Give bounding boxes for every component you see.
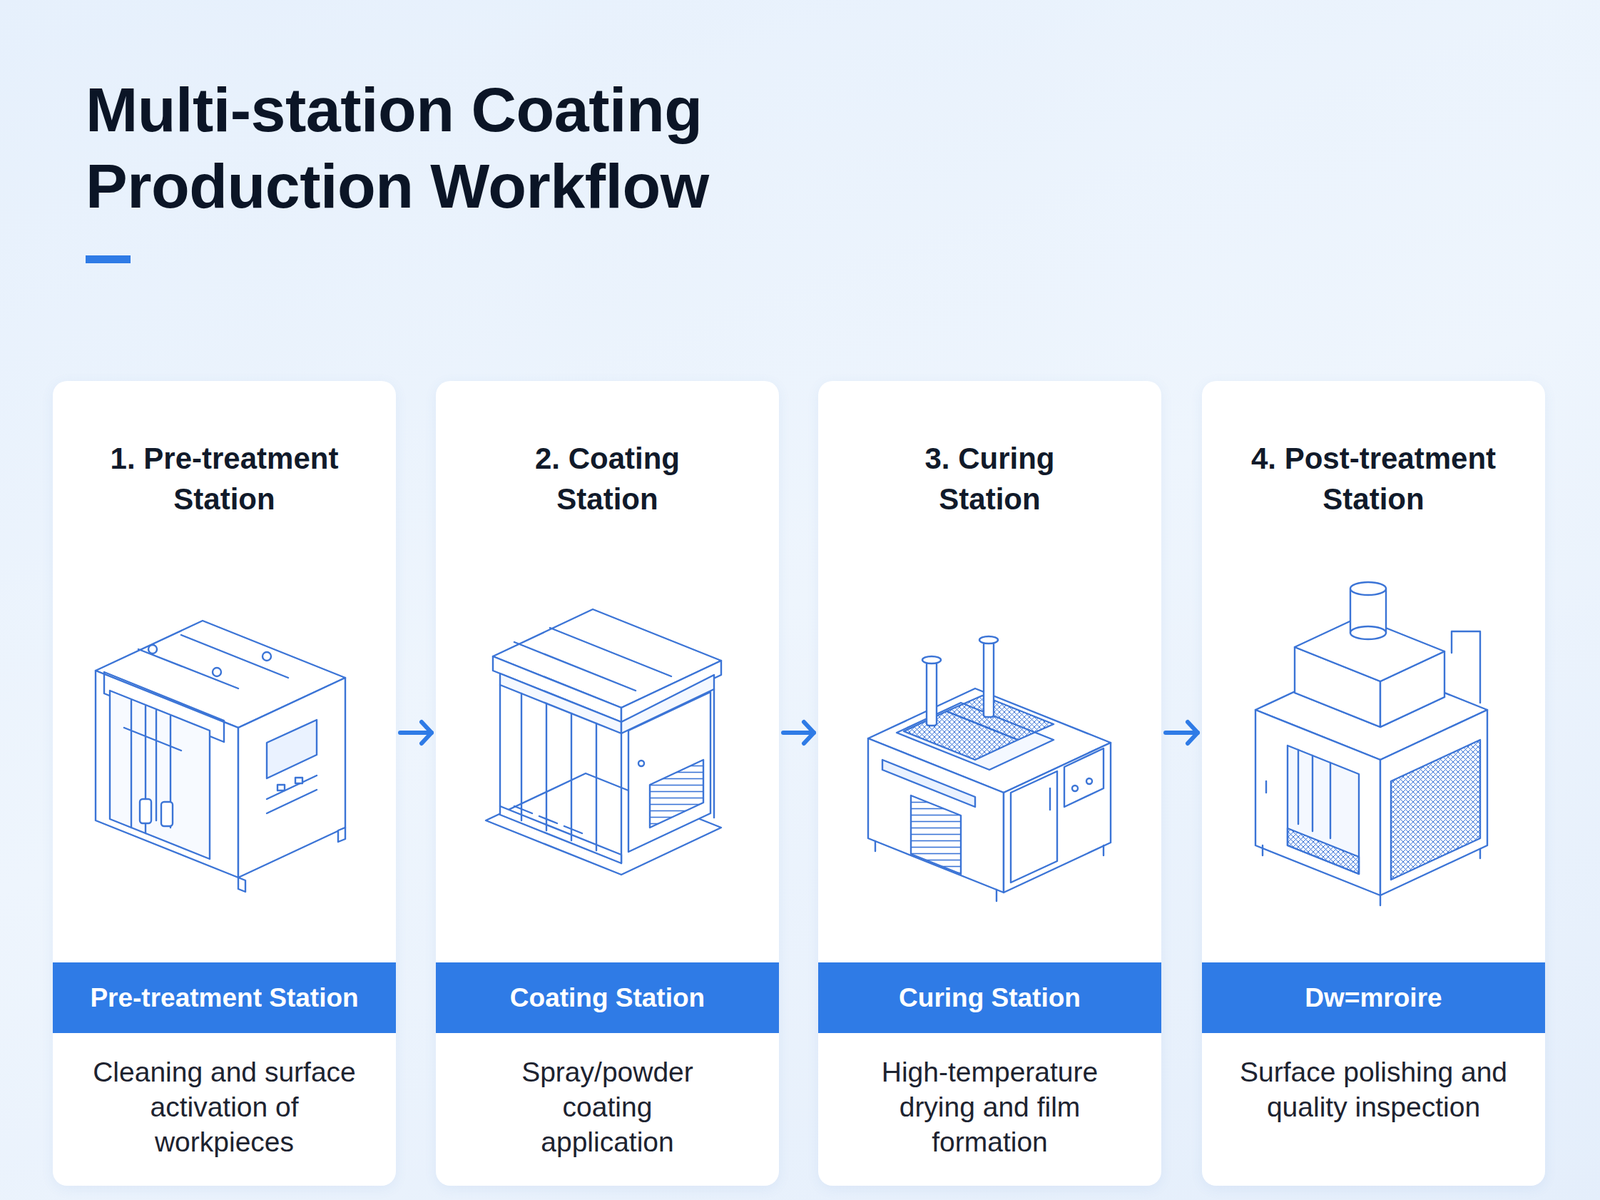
- flow-arrow: [783, 721, 814, 744]
- band-label: Curing Station: [898, 982, 1081, 1013]
- heading-slot: 2. Coating Station: [435, 437, 779, 520]
- station-heading: 4. Post-treatment Station: [1213, 437, 1535, 520]
- posttreatment-machine: [1255, 582, 1488, 906]
- diagram-title: Multi-station Coating Production Workflo…: [85, 71, 1013, 224]
- pretreatment-machine: [95, 620, 346, 892]
- heading-slot: 4. Post-treatment Station: [1201, 437, 1546, 520]
- flow-arrow: [1165, 721, 1198, 744]
- heading-slot: 3. Curing Station: [818, 437, 1162, 520]
- station-description: Cleaning and surface activation of workp…: [82, 1054, 368, 1160]
- station-description: Surface polishing and quality inspection: [1216, 1054, 1531, 1125]
- station-heading: 1. Pre-treatment Station: [64, 437, 386, 520]
- station-band: Dw=mroire: [1201, 962, 1546, 1033]
- description-slot: Surface polishing and quality inspection: [1201, 1054, 1546, 1125]
- description-slot: Spray/powder coating application: [435, 1054, 779, 1160]
- station-heading: 2. Coating Station: [500, 437, 715, 520]
- curing-machine: [868, 636, 1111, 901]
- station-heading: 3. Curing Station: [883, 437, 1098, 520]
- flow-arrow: [400, 721, 432, 744]
- band-label: Dw=mroire: [1304, 982, 1442, 1013]
- station-band: Pre-treatment Station: [52, 962, 396, 1033]
- description-slot: High-temperature drying and film formati…: [818, 1054, 1162, 1160]
- station-band: Coating Station: [435, 962, 779, 1033]
- station-description: Spray/powder coating application: [511, 1054, 705, 1160]
- description-slot: Cleaning and surface activation of workp…: [52, 1054, 396, 1160]
- title-box: Multi-station Coating Production Workflo…: [85, 71, 1013, 224]
- band-label: Coating Station: [510, 982, 705, 1013]
- station-description: High-temperature drying and film formati…: [858, 1054, 1123, 1160]
- coating-machine: [485, 609, 722, 875]
- title-underline: [85, 255, 131, 264]
- heading-slot: 1. Pre-treatment Station: [52, 437, 396, 520]
- band-label: Pre-treatment Station: [89, 982, 359, 1013]
- station-band: Curing Station: [818, 962, 1162, 1033]
